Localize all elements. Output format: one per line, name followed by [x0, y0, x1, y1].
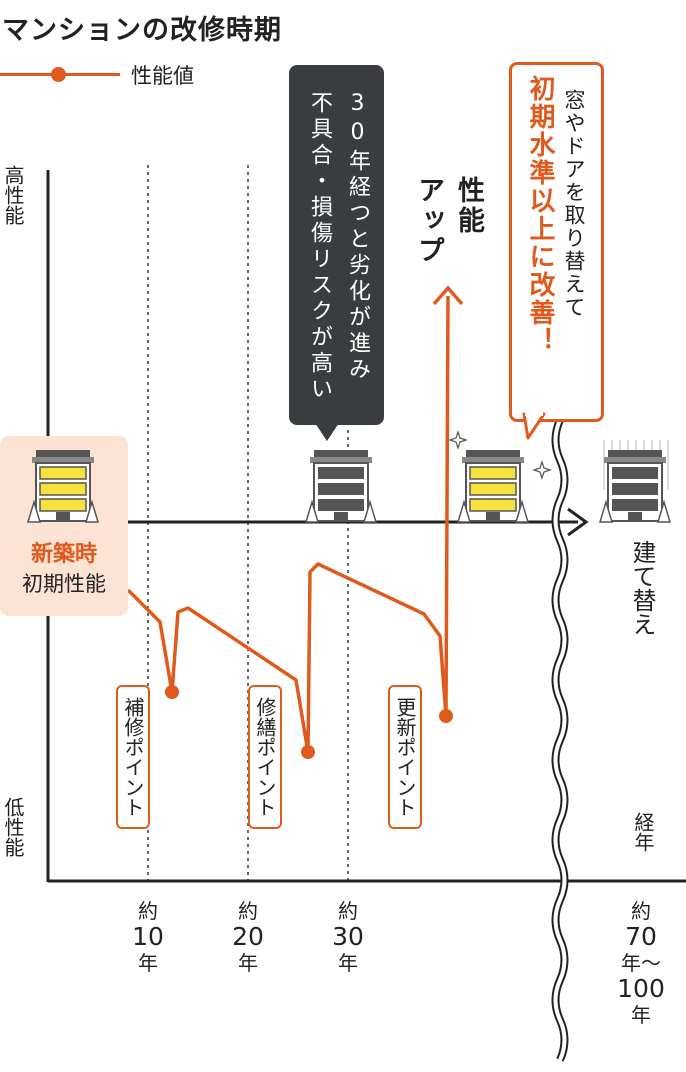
- new-build-label: 新築時: [30, 542, 97, 567]
- x-axis-unit-label: 経年: [631, 812, 655, 852]
- improvement-callout: 窓やドアを取り替えて 初期水準以上に改善！: [509, 62, 604, 422]
- repair-point-label: 補修ポイント: [116, 685, 150, 829]
- page-title: マンションの改修時期: [2, 15, 282, 46]
- performance-up-arrowhead: [432, 285, 464, 306]
- y-axis-bottom-label: 低性能: [1, 797, 25, 857]
- building-upgraded-icon: [457, 449, 529, 523]
- rebuild-label: 建て替え: [628, 540, 656, 636]
- new-building-overlay: [27, 449, 99, 523]
- performance-line: [126, 295, 450, 754]
- bubble-tail: [315, 423, 339, 441]
- performance-up-line-1: 性能: [453, 176, 484, 236]
- bubble-line-2: 不具合・損傷リスクが高い: [307, 91, 332, 403]
- data-point-renewal: [439, 709, 453, 723]
- data-point-repair: [165, 685, 179, 699]
- legend-dot: [51, 67, 66, 82]
- building-aged-icon: [305, 449, 377, 523]
- deterioration-bubble: 30年経つと劣化が進み 不具合・損傷リスクが高い: [289, 65, 384, 425]
- x-tick-10: 約 10 年: [132, 899, 164, 975]
- baseline-arrowhead: [567, 507, 589, 537]
- bubble-text: 30年経つと劣化が進み 不具合・損傷リスクが高い: [300, 91, 376, 403]
- sparkle-icon: [448, 430, 552, 480]
- renewal-point-label: 更新ポイント: [388, 685, 422, 829]
- x-tick-20: 約 20 年: [232, 899, 264, 975]
- y-axis-top-label: 高性能: [1, 165, 25, 225]
- x-tick-30: 約 30 年: [332, 899, 364, 975]
- building-rebuild-icon: [599, 440, 671, 523]
- callout-line-1: 窓やドアを取り替えて: [562, 89, 586, 319]
- performance-up-label: 性能 アップ: [408, 176, 488, 266]
- initial-performance-label: 初期性能: [22, 572, 106, 596]
- bubble-line-1: 30年経つと劣化が進み: [345, 91, 370, 383]
- renovation-point-label: 修繕ポイント: [248, 685, 282, 829]
- data-point-renovation: [301, 745, 315, 759]
- callout-tail: [522, 412, 546, 440]
- legend-label: 性能値: [131, 64, 194, 88]
- callout-line-2: 初期水準以上に改善！: [525, 75, 555, 355]
- performance-up-line-2: アップ: [413, 176, 444, 266]
- x-tick-70-100: 約 70 年〜 100 年: [617, 899, 665, 1027]
